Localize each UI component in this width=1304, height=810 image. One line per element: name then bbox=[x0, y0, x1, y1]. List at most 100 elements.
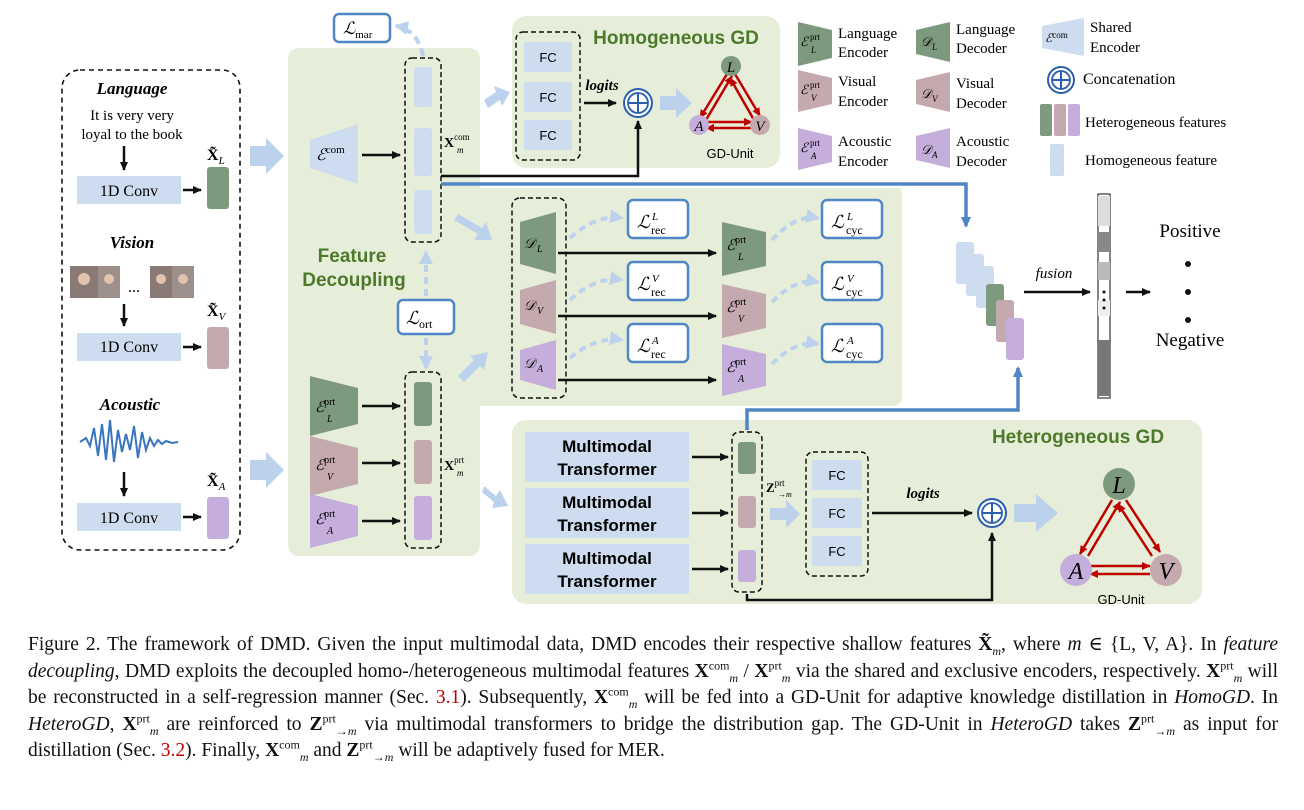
enc-v-sym: ℰ bbox=[315, 458, 326, 474]
z-prt-feature-v bbox=[738, 496, 756, 528]
legend-shared-sup: com bbox=[1052, 30, 1068, 40]
language-conv-box bbox=[77, 176, 181, 204]
xl-label: X̃ bbox=[207, 145, 219, 164]
caption-part-8: will be reconstructed in a self-regressi… bbox=[28, 660, 1279, 709]
svg-text:ℰprt: ℰprt bbox=[315, 455, 335, 474]
xv-sub: V bbox=[219, 311, 227, 323]
hetero-node-v-label: V bbox=[1159, 559, 1176, 585]
legend-enc-l-sub: L bbox=[810, 45, 816, 55]
caption-x-com-2: X bbox=[593, 687, 609, 708]
reenc-l-sym: ℰ bbox=[726, 238, 737, 254]
shared-encoder-sym: ℰ bbox=[316, 147, 328, 164]
z-prt-feature-a bbox=[738, 550, 756, 582]
caption-x-prt-2: X bbox=[1206, 660, 1221, 682]
dec-v-sub: V bbox=[537, 306, 545, 317]
private-encoders: ℰprt L ℰprt V ℰprt A bbox=[310, 376, 401, 548]
caption-x-prt-2-sup: prt bbox=[1220, 658, 1234, 672]
loss-cyc-a-box bbox=[820, 322, 884, 364]
homo-node-l bbox=[721, 56, 741, 76]
legend-enc-v-sym: ℰ bbox=[800, 82, 809, 97]
x-prt-feature-v bbox=[414, 440, 432, 484]
hetero-concat-icon bbox=[977, 498, 1007, 528]
xv-label: X̃ bbox=[207, 301, 219, 320]
caption-z-prt-1-sub: →m bbox=[335, 723, 357, 738]
acoustic-conv-box bbox=[77, 503, 181, 531]
reenc-l-sup: prt bbox=[735, 235, 746, 246]
homo-node-v-label: V bbox=[755, 119, 766, 135]
homo-logits: logits bbox=[585, 78, 619, 94]
acoustic-decoder bbox=[520, 340, 556, 390]
caption-ref-2[interactable]: 3.2 bbox=[160, 740, 186, 761]
legend-shared-encoder-icon bbox=[1042, 18, 1084, 56]
legend-visual-decoder-2: Decoder bbox=[956, 96, 1007, 112]
hetero-fc-3 bbox=[812, 536, 862, 566]
legend-acoustic-encoder-1: Acoustic bbox=[838, 134, 892, 150]
x-prt-sub: m bbox=[457, 468, 464, 478]
caption-x-prt-1: X bbox=[754, 660, 769, 682]
caption-x-prt-1-sup: prt bbox=[768, 658, 782, 672]
acoustic-shallow-feature bbox=[207, 497, 229, 539]
homo-fc-1-label: FC bbox=[539, 50, 556, 65]
caption-m-in: m ∈ bbox=[1067, 634, 1103, 655]
hetero-gd-unit-label: GD-Unit bbox=[1098, 592, 1145, 607]
visual-decoder bbox=[520, 280, 556, 334]
hetero-fc-1-label: FC bbox=[828, 468, 845, 483]
legend: ℰ prt L Language Encoder ℰ prt V Visual … bbox=[798, 18, 1226, 176]
caption-z-prt-3-sub: →m bbox=[372, 749, 394, 764]
svg-text:ℰprt: ℰprt bbox=[726, 235, 746, 254]
homo-gd-unit-label: GD-Unit bbox=[707, 146, 754, 161]
svg-text:Xprt: Xprt bbox=[444, 455, 465, 474]
x-com-feature-3 bbox=[414, 190, 432, 234]
hetero-node-l-label: L bbox=[1111, 473, 1125, 499]
caption-x-com-2-sup: com bbox=[608, 684, 629, 699]
legend-language-encoder-2: Encoder bbox=[838, 45, 888, 61]
transformer-v-line1: Multimodal bbox=[562, 493, 652, 512]
caption-x-com-1-sub: m bbox=[729, 670, 739, 685]
x-com-label: X bbox=[444, 136, 454, 151]
legend-language-encoder-1: Language bbox=[838, 26, 897, 42]
language-decoder bbox=[520, 212, 556, 274]
legend-visual-encoder-2: Encoder bbox=[838, 94, 888, 110]
vision-title: Vision bbox=[110, 233, 154, 252]
loss-mar-box bbox=[332, 12, 392, 44]
dec-v-sym: 𝒟 bbox=[524, 299, 538, 314]
homo-concat-icon bbox=[623, 88, 653, 118]
legend-acoustic-decoder-icon bbox=[916, 128, 950, 168]
positive-label: Positive bbox=[1159, 221, 1220, 242]
homo-node-v bbox=[750, 115, 770, 135]
legend-heterogeneous-features: Heterogeneous features bbox=[1085, 115, 1226, 131]
legend-language-decoder-1: Language bbox=[956, 22, 1015, 38]
x-com-sub: m bbox=[457, 145, 464, 155]
caption-x-com-3: X bbox=[265, 740, 280, 761]
svg-text:ℰprt: ℰprt bbox=[726, 297, 746, 316]
legend-visual-decoder-icon bbox=[916, 72, 950, 112]
cyc-a-sup: A bbox=[846, 335, 854, 347]
caption-x-prt-3: X bbox=[122, 713, 137, 735]
legend-dec-l-sym: 𝒟 bbox=[921, 34, 934, 49]
z-label: Z bbox=[766, 480, 775, 495]
xa-sub: A bbox=[218, 481, 226, 493]
cyc-a-sym: ℒ bbox=[831, 336, 845, 356]
homo-fc-2-label: FC bbox=[539, 90, 556, 105]
input-arrow-top bbox=[250, 138, 284, 174]
caption-ref-1[interactable]: 3.1 bbox=[435, 687, 461, 708]
xl-sub: L bbox=[218, 155, 225, 167]
hetero-fc-2-label: FC bbox=[828, 506, 845, 521]
transformer-a-line1: Multimodal bbox=[562, 549, 652, 568]
legend-concatenation: Concatenation bbox=[1083, 71, 1175, 88]
loss-mar-sub: mar bbox=[355, 29, 372, 41]
rec-v-sym: ℒ bbox=[637, 274, 651, 294]
reenc-v-sym: ℰ bbox=[726, 300, 737, 316]
legend-acoustic-decoder-2: Decoder bbox=[956, 154, 1007, 170]
hetero-node-l bbox=[1103, 468, 1135, 500]
legend-acoustic-decoder-1: Acoustic bbox=[956, 134, 1010, 150]
enc-v-sup: prt bbox=[324, 455, 335, 466]
caption-xt-sub: m bbox=[992, 643, 1002, 658]
transformer-l bbox=[525, 432, 689, 482]
legend-visual-encoder-icon bbox=[798, 70, 832, 112]
reenc-l-sub: L bbox=[737, 252, 744, 263]
rec-a-sub: rec bbox=[651, 347, 666, 361]
z-sub: →m bbox=[778, 490, 792, 499]
caption-part-7: via the shared and exclusive encoders, r… bbox=[790, 660, 1207, 682]
vision-frames bbox=[70, 266, 194, 298]
